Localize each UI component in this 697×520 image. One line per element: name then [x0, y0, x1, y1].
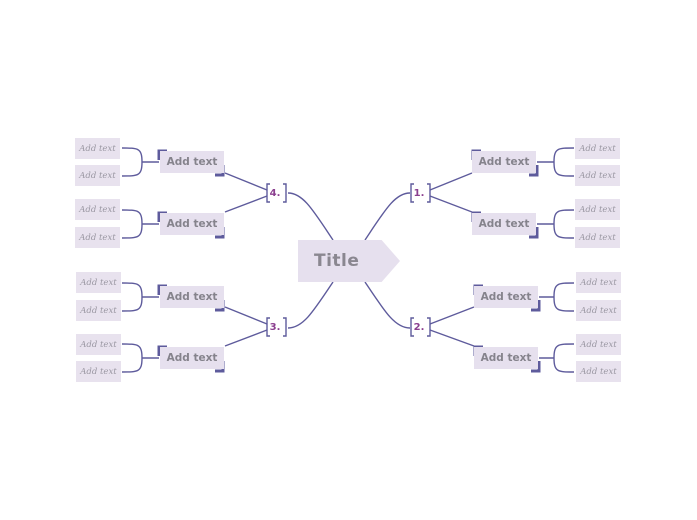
- topic-2-subtopic-2-leaf-1[interactable]: Add text: [576, 334, 621, 355]
- topic-4-subtopic-2-leaf-1[interactable]: Add text: [75, 199, 120, 220]
- topic-2-subtopic-1[interactable]: Add text: [474, 286, 538, 308]
- topic-number-1: 1.: [413, 187, 425, 199]
- topic-4-subtopic-1[interactable]: Add text: [160, 151, 224, 173]
- topic-number-3: 3.: [269, 321, 281, 333]
- topic-2-subtopic-1-leaf-1[interactable]: Add text: [576, 272, 621, 293]
- topic-number-4: 4.: [269, 187, 281, 199]
- topic-1-subtopic-1-leaf-1[interactable]: Add text: [575, 138, 620, 159]
- topic-3-subtopic-1[interactable]: Add text: [160, 286, 224, 308]
- title-label: Title: [314, 251, 360, 271]
- topic-4-subtopic-1-leaf-2[interactable]: Add text: [75, 165, 120, 186]
- topic-3-subtopic-1-leaf-2[interactable]: Add text: [76, 300, 121, 321]
- topic-4-subtopic-2-leaf-2[interactable]: Add text: [75, 227, 120, 248]
- title-node[interactable]: Title: [298, 240, 400, 282]
- topic-1-subtopic-2[interactable]: Add text: [472, 213, 536, 235]
- topic-3-subtopic-2[interactable]: Add text: [160, 347, 224, 369]
- topic-1-subtopic-2-leaf-1[interactable]: Add text: [575, 199, 620, 220]
- topic-2-subtopic-2[interactable]: Add text: [474, 347, 538, 369]
- topic-2-subtopic-1-leaf-2[interactable]: Add text: [576, 300, 621, 321]
- topic-3-subtopic-2-leaf-2[interactable]: Add text: [76, 361, 121, 382]
- topic-1-subtopic-1[interactable]: Add text: [472, 151, 536, 173]
- topic-2-subtopic-2-leaf-2[interactable]: Add text: [576, 361, 621, 382]
- topic-3-subtopic-1-leaf-1[interactable]: Add text: [76, 272, 121, 293]
- topic-1-subtopic-1-leaf-2[interactable]: Add text: [575, 165, 620, 186]
- topic-1-subtopic-2-leaf-2[interactable]: Add text: [575, 227, 620, 248]
- topic-3-subtopic-2-leaf-1[interactable]: Add text: [76, 334, 121, 355]
- topic-4-subtopic-1-leaf-1[interactable]: Add text: [75, 138, 120, 159]
- topic-number-2: 2.: [413, 321, 425, 333]
- topic-4-subtopic-2[interactable]: Add text: [160, 213, 224, 235]
